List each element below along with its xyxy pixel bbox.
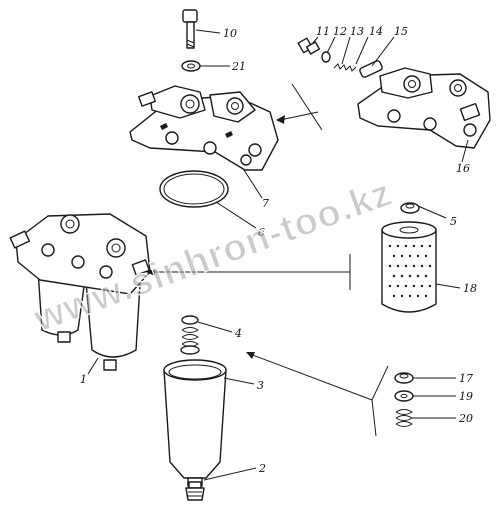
callout-21: 21 <box>231 60 246 73</box>
gasket-part <box>321 51 331 63</box>
callout-17: 17 <box>459 372 473 385</box>
callout-6: 6 <box>258 226 265 239</box>
callout-7: 7 <box>262 197 269 210</box>
callout-20: 20 <box>458 412 473 425</box>
filter-element-part <box>381 221 437 313</box>
valve-spring-part <box>333 63 357 72</box>
callout-15: 15 <box>394 25 408 38</box>
washer-part <box>181 60 201 72</box>
callout-11: 11 <box>316 25 330 38</box>
callout-14: 14 <box>369 25 383 38</box>
element-cap-part <box>400 202 420 214</box>
filter-assembly <box>9 213 151 371</box>
callout-12: 12 <box>333 25 347 38</box>
spring-part <box>180 315 200 355</box>
callout-13: 13 <box>350 25 364 38</box>
drain-plug-part <box>185 481 205 501</box>
filter-head-right <box>357 67 491 149</box>
callout-18: 18 <box>463 282 477 295</box>
callout-4: 4 <box>234 327 242 340</box>
filter-head-cover <box>129 85 279 171</box>
o-ring-part <box>159 170 229 208</box>
callout-3: 3 <box>257 379 264 392</box>
filter-bowl-part <box>163 359 227 487</box>
small-spring-part <box>395 409 413 427</box>
small-washer-part <box>394 390 414 402</box>
callout-19: 19 <box>459 390 473 403</box>
callout-5: 5 <box>450 215 457 228</box>
valve-body-part <box>359 60 383 78</box>
callout-2: 2 <box>258 462 266 475</box>
callout-10: 10 <box>223 27 237 40</box>
small-cap-part <box>394 372 414 384</box>
callout-1: 1 <box>80 373 87 386</box>
callout-16: 16 <box>456 162 470 175</box>
bolt-part <box>182 9 198 49</box>
plug-part <box>297 37 321 55</box>
